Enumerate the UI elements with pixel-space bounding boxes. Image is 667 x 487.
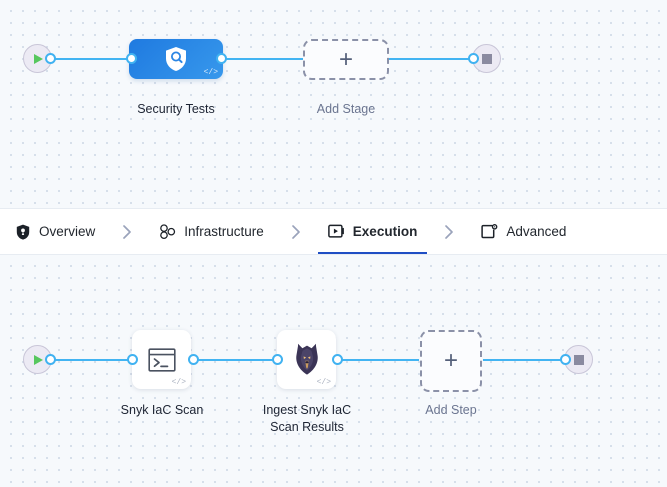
stop-icon <box>481 53 492 64</box>
end-input-port[interactable] <box>468 53 479 64</box>
step-node-label: Ingest Snyk IaC Scan Results <box>232 402 382 436</box>
step-node-ingest-snyk-results[interactable]: </> <box>277 330 336 389</box>
connector-line <box>48 359 133 361</box>
step-input-port[interactable] <box>272 354 283 365</box>
connector-line <box>336 359 419 361</box>
connector-line <box>218 58 304 60</box>
plus-icon: + <box>443 347 458 374</box>
add-stage-button[interactable]: + <box>303 39 389 80</box>
chevron-right-icon <box>290 224 302 240</box>
step-node-label-line2: Scan Results <box>270 420 344 434</box>
stage-canvas[interactable] <box>0 0 667 208</box>
connector-line <box>48 58 133 60</box>
tab-execution[interactable]: Execution <box>317 209 427 254</box>
snyk-dog-icon <box>295 343 318 375</box>
add-step-label: Add Step <box>425 403 477 417</box>
plus-icon: + <box>338 45 353 73</box>
code-badge: </> <box>171 378 186 387</box>
chevron-right-icon <box>443 224 455 240</box>
nodes-icon <box>159 223 176 240</box>
shield-icon <box>14 223 31 240</box>
start-output-port[interactable] <box>45 354 56 365</box>
shield-search-icon <box>166 47 186 71</box>
end-input-port[interactable] <box>560 354 571 365</box>
stage-pipeline-row: </> + Security Tests Add Stage <box>0 0 667 208</box>
stage-node-security-tests[interactable]: </> <box>129 39 223 79</box>
tab-label: Overview <box>39 224 96 240</box>
tab-label: Advanced <box>506 224 567 240</box>
tab-infrastructure[interactable]: Infrastructure <box>159 209 264 254</box>
play-icon <box>34 354 43 365</box>
play-icon <box>34 53 43 64</box>
step-node-label: Snyk IaC Scan <box>120 403 204 417</box>
steps-end-node[interactable] <box>564 345 593 374</box>
play-in-box-icon <box>327 223 345 240</box>
tab-overview[interactable]: Overview <box>14 209 96 254</box>
chevron-right-icon <box>121 224 133 240</box>
stage-node-label: Security Tests <box>137 102 215 116</box>
start-output-port[interactable] <box>45 53 56 64</box>
settings-card-icon <box>481 223 498 240</box>
code-badge: </> <box>203 68 218 77</box>
tab-label: Execution <box>352 224 418 240</box>
code-badge: </> <box>316 378 331 387</box>
stage-input-port[interactable] <box>126 53 137 64</box>
step-output-port[interactable] <box>188 354 199 365</box>
add-stage-label: Add Stage <box>316 102 376 116</box>
tab-advanced[interactable]: Advanced <box>481 209 567 254</box>
step-node-snyk-iac-scan[interactable]: </> <box>132 330 191 389</box>
step-input-port[interactable] <box>127 354 138 365</box>
terminal-icon <box>147 347 176 372</box>
step-output-port[interactable] <box>332 354 343 365</box>
connector-line <box>388 58 480 60</box>
pipeline-section-tabs: Overview Infrastructure <box>0 208 667 255</box>
stop-icon <box>573 354 584 365</box>
connector-line <box>192 359 279 361</box>
tab-label: Infrastructure <box>184 224 264 240</box>
step-pipeline-row: </> </> + Snyk IaC Scan <box>0 255 667 487</box>
step-node-label-line1: Ingest Snyk IaC <box>262 403 352 417</box>
add-step-button[interactable]: + <box>420 330 482 392</box>
stage-output-port[interactable] <box>216 53 227 64</box>
connector-line <box>483 359 568 361</box>
